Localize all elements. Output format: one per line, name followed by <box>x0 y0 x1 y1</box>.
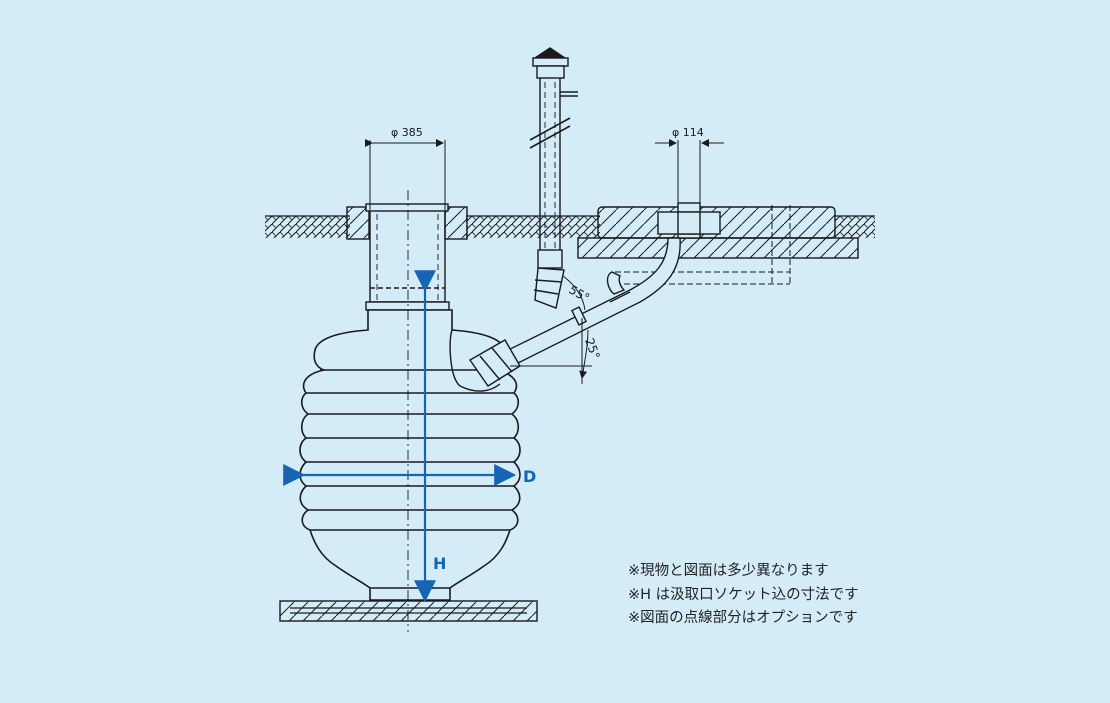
tank-ribs <box>306 369 514 589</box>
angle-25-label: 25° <box>582 336 602 361</box>
vent-fittings <box>533 249 565 309</box>
ground-left <box>265 215 350 238</box>
dimension-114-label: φ 114 <box>672 126 704 139</box>
dimension-385 <box>365 139 446 210</box>
angle-55-label: 55° <box>567 282 592 305</box>
dimension-114 <box>655 139 724 203</box>
dimension-385-label: φ 385 <box>391 126 423 139</box>
base-slab <box>279 600 538 622</box>
vent-pipe <box>529 47 578 250</box>
manhole-collar <box>346 206 468 240</box>
note-line: ※現物と図面は多少異なります <box>628 563 829 579</box>
dimension-h-label: H <box>433 554 446 573</box>
manhole-cover <box>365 203 449 212</box>
riser-inner-dashed <box>376 214 439 300</box>
angle-marks <box>510 275 592 384</box>
note-line: ※H は汲取口ソケット込の寸法です <box>628 586 859 603</box>
note-line: ※図面の点線部分はオプションです <box>628 610 858 626</box>
tank-body <box>299 309 521 601</box>
ground-right <box>835 215 875 238</box>
notes: ※現物と図面は多少異なります ※H は汲取口ソケット込の寸法です ※図面の点線部… <box>628 560 859 631</box>
dimension-d-label: D <box>523 467 536 486</box>
ground-middle <box>466 215 600 238</box>
riser-pipe <box>365 211 450 311</box>
inlet-socket <box>657 202 721 239</box>
